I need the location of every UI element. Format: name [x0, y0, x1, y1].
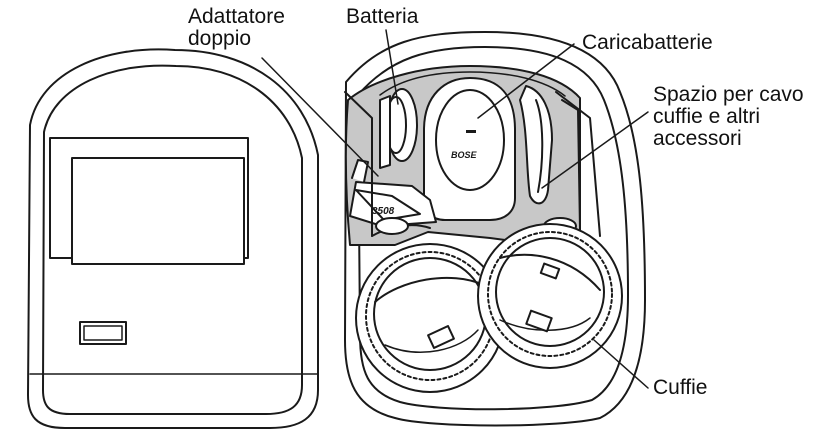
label-cable-space-line3: accessori	[653, 127, 742, 150]
leader-cable	[541, 111, 649, 189]
case-lid	[27, 48, 319, 429]
charger	[423, 77, 516, 221]
label-adapter-line2: doppio	[188, 27, 252, 50]
label-cable-space-line1: Spazio per cavo	[653, 83, 804, 106]
label-cable-space-line2: cuffie e altri	[653, 105, 760, 128]
adapter-code: 3508	[372, 206, 395, 217]
battery	[379, 88, 418, 169]
leader-adapter	[261, 57, 379, 177]
lid-tag	[79, 321, 127, 345]
label-battery: Batteria	[346, 6, 418, 28]
leader-battery	[385, 29, 399, 105]
label-cable-space: Spazio per cavo cuffie e altri accessori	[653, 84, 804, 150]
label-adapter-line1: Adattatore	[188, 5, 285, 28]
charger-brand: BOSE	[451, 150, 478, 160]
leader-charger	[477, 43, 575, 119]
label-adapter: Adattatore doppio	[188, 6, 285, 50]
label-battery-text: Batteria	[346, 5, 419, 28]
label-headphones-text: Cuffie	[653, 376, 708, 399]
label-charger-text: Caricabatterie	[582, 31, 713, 54]
case-tray	[344, 31, 646, 427]
left-ear-cup	[355, 243, 505, 393]
right-ear-cup	[477, 223, 623, 369]
leader-headphones	[593, 339, 649, 389]
label-charger: Caricabatterie	[582, 32, 713, 54]
leader-lines	[261, 29, 649, 389]
label-headphones: Cuffie	[653, 377, 707, 399]
